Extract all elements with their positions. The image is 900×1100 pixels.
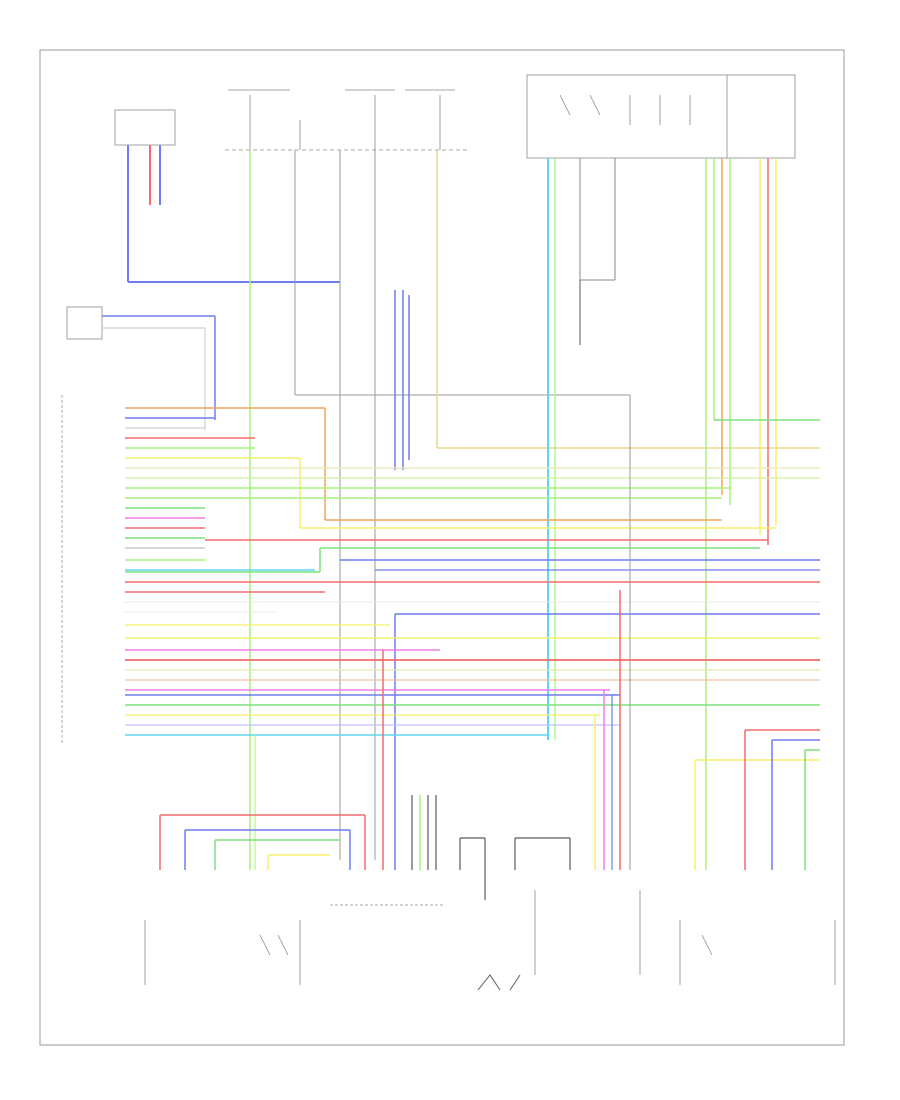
drop-wires: [159, 395, 820, 900]
bottom-right-module: [534, 890, 641, 975]
harness-wires: [125, 407, 820, 870]
fuse-bus: [225, 89, 470, 151]
left-unit: [61, 306, 216, 745]
bottom-switch: [477, 974, 521, 991]
top-right-module: [526, 74, 796, 870]
top-center-wires: [249, 150, 820, 870]
top-left-module: [114, 109, 340, 283]
bottom-right-assembly: [679, 920, 836, 985]
diagram-frame: [39, 49, 845, 1046]
bottom-left-assembly: [144, 920, 301, 985]
